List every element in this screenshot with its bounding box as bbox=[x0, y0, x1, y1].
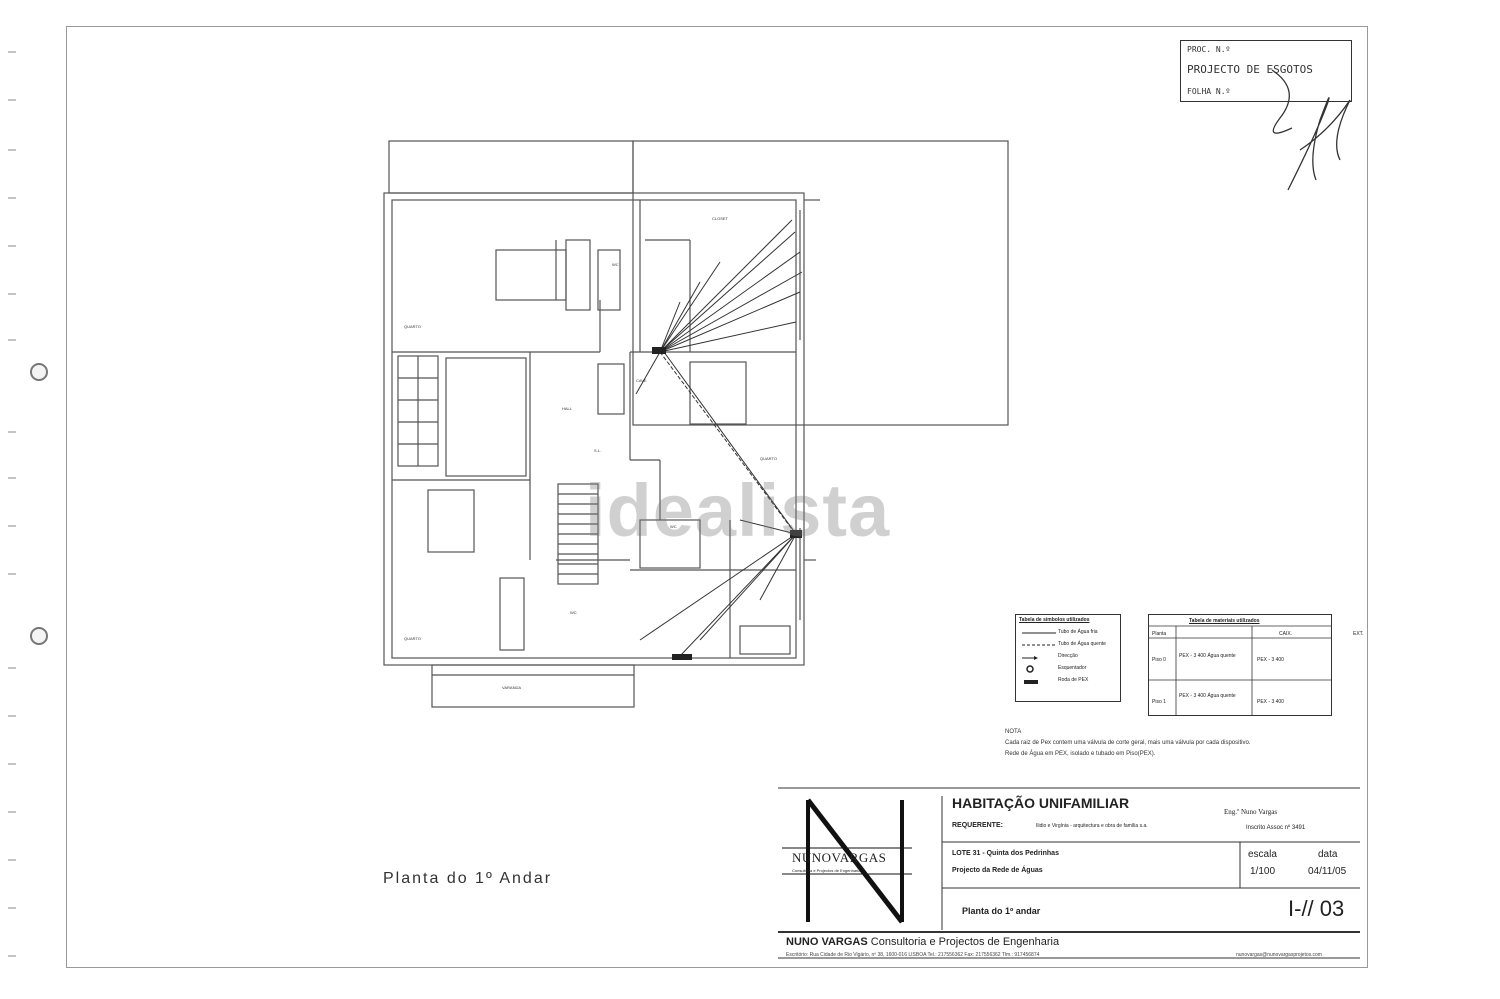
company-name: NUNO VARGAS bbox=[786, 936, 868, 948]
escala-label: escala bbox=[1248, 849, 1277, 860]
projeto-label: Projecto da Rede de Águas bbox=[952, 867, 1043, 874]
materials-title: Tabela de materiais utilizados bbox=[1189, 618, 1260, 624]
note-line: Cada raiz de Pex contem uma válvula de c… bbox=[1005, 740, 1251, 746]
room-sl: S.L. bbox=[594, 448, 602, 453]
circle-icon bbox=[1026, 665, 1034, 673]
data-label: data bbox=[1318, 849, 1338, 860]
room-hall: HALL bbox=[562, 406, 573, 411]
legend-row: Direcção bbox=[1016, 651, 1120, 662]
legend-label: Roda de PEX bbox=[1058, 677, 1089, 683]
materials-header-caix: CAIX. bbox=[1279, 631, 1293, 637]
room-wc-c: WC bbox=[570, 610, 577, 615]
company-email: nunovargas@nunovargasprojetos.com bbox=[1236, 952, 1322, 958]
legend-label: Esquentador bbox=[1058, 665, 1087, 671]
materials-row-ext: PEX - 3 400 Água quente bbox=[1179, 653, 1236, 659]
company-desc: Consultoria e Projectos de Engenharia bbox=[870, 936, 1060, 948]
materials-row-planta: Piso 1 bbox=[1152, 699, 1166, 705]
project-label: PROJECTO DE ESGOTOS bbox=[1187, 63, 1313, 76]
room-wc-a: WC bbox=[612, 262, 619, 267]
requerente-value: Ilidio e Virgínia - arquitectura e obra … bbox=[1036, 823, 1148, 829]
sheet-code: I-// 03 bbox=[1288, 896, 1345, 921]
materials-header-ext: EXT. bbox=[1353, 631, 1364, 637]
room-quarto-b: QUARTO bbox=[760, 456, 777, 461]
legend-row: Esquentador bbox=[1016, 663, 1120, 674]
escala-value: 1/100 bbox=[1250, 866, 1276, 877]
folha-label: FOLHA N.º bbox=[1187, 87, 1231, 96]
materials-table: Tabela de materiais utilizados Planta EX… bbox=[1148, 614, 1364, 716]
room-closet: CLOSET bbox=[712, 216, 729, 221]
note-title: NOTA bbox=[1005, 729, 1022, 735]
bar-icon bbox=[1024, 680, 1038, 684]
data-value: 04/11/05 bbox=[1308, 866, 1347, 877]
punch-hole-bottom bbox=[30, 627, 48, 645]
legend-title: Tabela de símbolos utilizados bbox=[1019, 617, 1090, 623]
lote-label: LOTE 31 - Quinta dos Pedrinhas bbox=[952, 850, 1059, 857]
plan-note: NOTA Cada raiz de Pex contem uma válvula… bbox=[1005, 727, 1250, 760]
company-line: NUNO VARGAS Consultoria e Projectos de E… bbox=[786, 936, 1059, 948]
room-quarto-a: QUARTO bbox=[404, 324, 421, 329]
note-line: Rede de Água em PEX, isolado e tubado em… bbox=[1005, 751, 1156, 757]
arrow-icon bbox=[1022, 656, 1038, 660]
legend-row: Tubo de Água quente bbox=[1016, 639, 1120, 650]
materials-row-ext: PEX - 3 400 Água quente bbox=[1179, 693, 1236, 699]
legend-table: Tabela de símbolos utilizados Tubo de Ág… bbox=[1015, 614, 1121, 702]
legend-row: Tubo de Água fria bbox=[1016, 627, 1120, 638]
logo-subtitle: Consultoria e Projectos de Engenharia bbox=[792, 868, 861, 873]
engineer-reg: Inscrito Assoc nº 3491 bbox=[1246, 825, 1306, 831]
logo-wordmark: NUNOVARGAS bbox=[792, 850, 887, 865]
engineer-name: Eng.º Nuno Vargas bbox=[1224, 808, 1278, 816]
company-address: Escritório: Rua Cidade de Rio Vigário, n… bbox=[786, 952, 1040, 958]
legend-label: Direcção bbox=[1058, 653, 1078, 659]
dashed-line-icon bbox=[1022, 644, 1056, 646]
materials-row-caix: PEX - 3 400 bbox=[1257, 699, 1284, 705]
project-title: HABITAÇÃO UNIFAMILIAR bbox=[952, 795, 1130, 811]
project-header-box: PROC. N.º PROJECTO DE ESGOTOS FOLHA N.º bbox=[1180, 40, 1352, 102]
materials-header-planta: Planta bbox=[1152, 631, 1167, 637]
room-quarto-c: QUARTO bbox=[404, 636, 421, 641]
solid-line-icon bbox=[1022, 632, 1056, 634]
proc-label: PROC. N.º bbox=[1187, 45, 1231, 54]
materials-row-caix: PEX - 3 400 bbox=[1257, 657, 1284, 663]
materials-row-planta: Piso 0 bbox=[1152, 657, 1166, 663]
legend-label: Tubo de Água quente bbox=[1058, 641, 1106, 647]
punch-hole-top bbox=[30, 363, 48, 381]
requerente-label: REQUERENTE: bbox=[952, 822, 1003, 829]
legend-row: Roda de PEX bbox=[1016, 675, 1120, 686]
legend-label: Tubo de Água fria bbox=[1058, 629, 1098, 635]
room-wc-b: WC bbox=[670, 524, 677, 529]
planta-label: Planta do 1º andar bbox=[962, 906, 1041, 916]
room-cave: CAVE bbox=[636, 378, 647, 383]
drawing-sheet bbox=[66, 26, 1368, 968]
idealista-watermark: idealista bbox=[585, 469, 891, 552]
room-varanda: VARANDA bbox=[502, 685, 522, 690]
plan-title: Planta do 1º Andar bbox=[383, 870, 553, 887]
margin-ticks bbox=[8, 51, 16, 957]
